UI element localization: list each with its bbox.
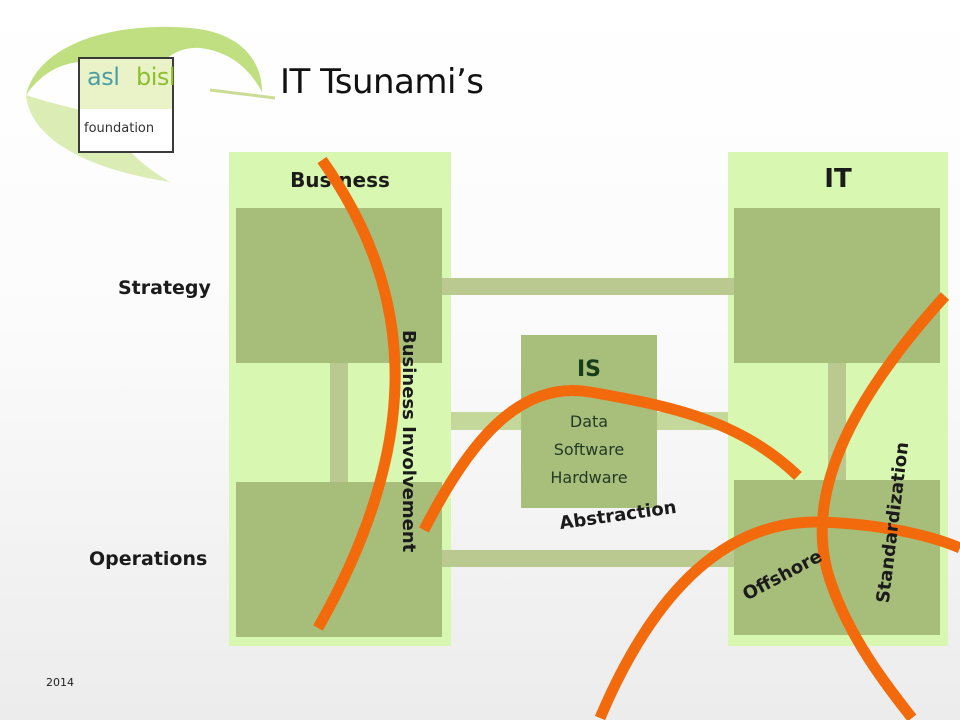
- logo-foundation-text: foundation: [84, 121, 155, 136]
- it-heading: IT: [824, 164, 852, 194]
- business-operations-block: [236, 482, 442, 637]
- logo: asl bisl foundation: [78, 57, 176, 153]
- business-involvement-label: Business Involvement: [398, 330, 419, 553]
- business-strategy-block: [236, 208, 442, 363]
- logo-bisl-text: bisl: [136, 63, 176, 91]
- business-involvement-wave: [313, 156, 401, 631]
- logo-asl-text: asl: [87, 63, 120, 91]
- business-vertical-connector: [330, 363, 348, 482]
- offshore-wave: [594, 516, 960, 720]
- abstraction-wave: [419, 385, 802, 533]
- strategy-connector: [442, 278, 734, 295]
- slide-title: IT Tsunami’s: [280, 62, 484, 102]
- year-label: 2014: [46, 676, 74, 689]
- is-item-hardware: Hardware: [550, 468, 628, 487]
- is-title: IS: [576, 357, 602, 382]
- is-item-data: Data: [569, 412, 609, 431]
- strategy-label: Strategy: [118, 277, 211, 299]
- standardization-wave: [816, 292, 950, 720]
- is-item-software: Software: [553, 440, 625, 459]
- operations-label: Operations: [89, 548, 208, 570]
- is-box: [521, 335, 657, 508]
- operations-connector: [442, 550, 734, 567]
